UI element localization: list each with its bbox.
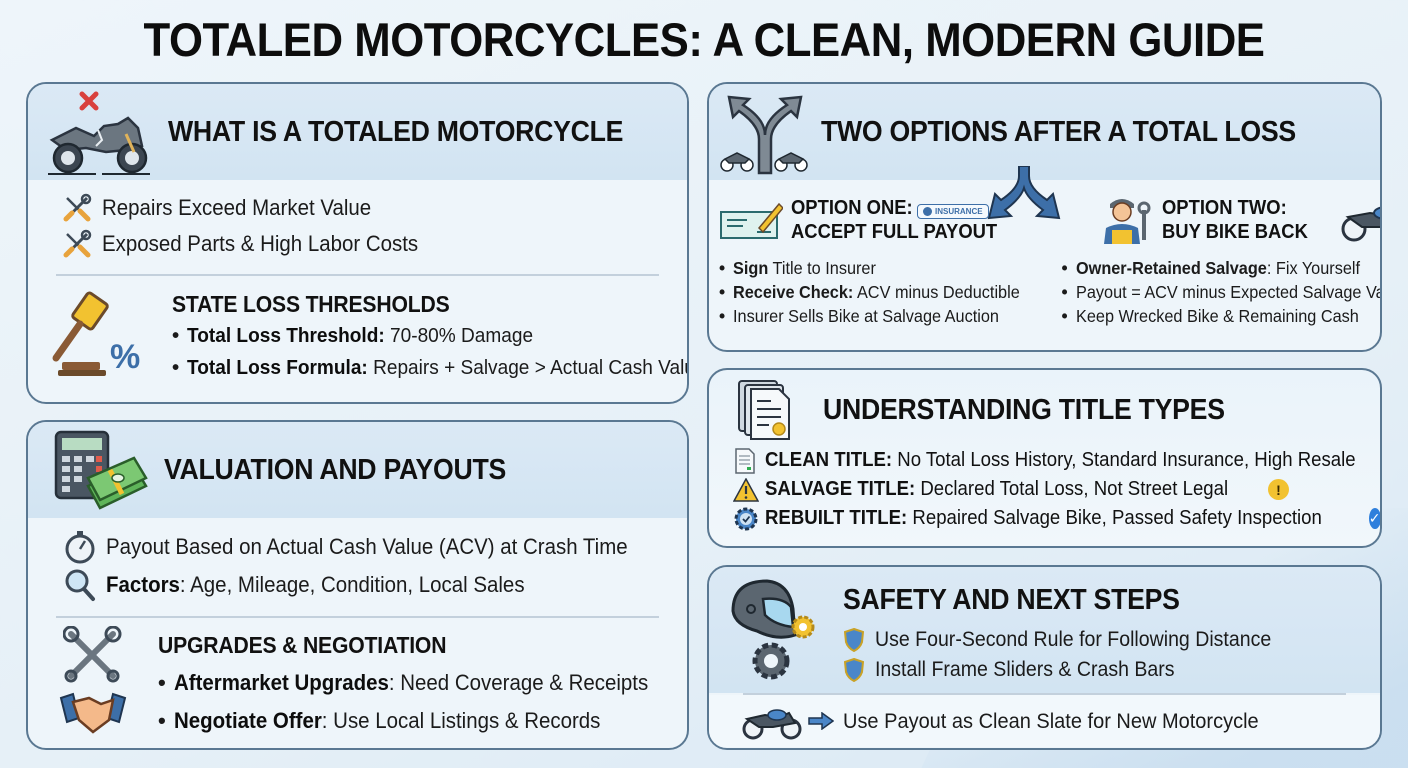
split-arrow-icon	[979, 166, 1069, 224]
motorcycle-icon	[741, 701, 803, 741]
magnifier-icon	[64, 568, 96, 602]
helmet-gears-icon	[727, 575, 827, 685]
warning-icon	[733, 477, 759, 503]
list-item: Factors: Age, Mileage, Condition, Local …	[64, 566, 687, 604]
panel-safety-next-steps: SAFETY AND NEXT STEPS Use Four-Second Ru…	[707, 565, 1382, 750]
documents-icon	[737, 379, 793, 441]
list-item: •Owner-Retained Salvage: Fix Yourself	[1061, 257, 1360, 278]
panel-header: UNDERSTANDING TITLE TYPES	[709, 370, 1380, 444]
list-item: Exposed Parts & High Labor Costs	[62, 226, 687, 262]
shield-icon	[843, 628, 865, 652]
check-blue-icon: ✓	[1368, 508, 1380, 529]
list-item: •Payout = ACV minus Expected Salvage Val…	[1061, 281, 1382, 302]
title-type-clean: CLEAN TITLE: No Total Loss History, Stan…	[733, 446, 1380, 475]
panel-title-types: UNDERSTANDING TITLE TYPES CLEAN TITLE: N…	[707, 368, 1382, 548]
list-item: • Total Loss Formula: Repairs + Salvage …	[172, 356, 689, 379]
page-title: TOTALED MOTORCYCLES: A CLEAN, MODERN GUI…	[143, 13, 1265, 66]
list-item: Payout Based on Actual Cash Value (ACV) …	[64, 528, 687, 566]
panel-valuation-payouts: VALUATION AND PAYOUTS Payout Based on Ac…	[26, 420, 689, 750]
section-heading: STATE LOSS THRESHOLDS	[172, 291, 450, 317]
panel-what-is-totaled: WHAT IS A TOTALED MOTORCYCLE Repairs Exc…	[26, 82, 689, 404]
tools-icon	[62, 193, 92, 223]
option-two-title-line1: OPTION TWO:	[1161, 197, 1287, 219]
footer-item: Use Payout as Clean Slate for New Motorc…	[709, 695, 1380, 747]
list-item: •Sign Title to Insurer	[719, 257, 877, 278]
calculator-cash-icon	[54, 428, 148, 512]
gavel-percent-icon: %	[48, 288, 148, 378]
panel-header: TWO OPTIONS AFTER A TOTAL LOSS	[709, 84, 1380, 180]
shield-icon	[843, 658, 865, 682]
list-item: •Keep Wrecked Bike & Remaining Cash	[1061, 305, 1359, 326]
list-item: • Aftermarket Upgrades: Need Coverage & …	[158, 670, 648, 695]
list-item: •Receive Check: ACV minus Deductible	[719, 281, 1020, 302]
stopwatch-icon	[64, 530, 96, 564]
motorcycle-icon	[1340, 197, 1380, 243]
list-item: Repairs Exceed Market Value	[62, 190, 687, 226]
title-type-rebuilt: REBUILT TITLE: Repaired Salvage Bike, Pa…	[733, 504, 1380, 533]
list-item: • Negotiate Offer: Use Local Listings & …	[158, 708, 601, 733]
handshake-icon	[59, 688, 127, 736]
gear-check-icon	[733, 506, 759, 532]
list-item: •Insurer Sells Bike at Salvage Auction	[719, 305, 1000, 326]
section-heading: UPGRADES & NEGOTIATION	[158, 632, 447, 658]
arrow-right-icon	[807, 711, 835, 731]
fork-road-icon	[719, 89, 809, 175]
list-item: • Total Loss Threshold: 70-80% Damage	[172, 324, 534, 347]
check-pen-icon	[719, 200, 783, 240]
list-item: Use Four-Second Rule for Following Dista…	[843, 625, 1301, 655]
divider	[743, 693, 1346, 695]
mechanic-icon	[1102, 196, 1152, 244]
panel-heading: WHAT IS A TOTALED MOTORCYCLE	[168, 115, 624, 148]
panel-heading: UNDERSTANDING TITLE TYPES	[823, 393, 1225, 426]
insurance-badge: INSURANCE	[917, 204, 989, 219]
document-icon	[733, 447, 757, 474]
panel-heading: TWO OPTIONS AFTER A TOTAL LOSS	[821, 115, 1296, 148]
exclamation-yellow-icon: !	[1267, 479, 1289, 500]
wrecked-motorcycle-icon	[46, 88, 154, 176]
panel-two-options: TWO OPTIONS AFTER A TOTAL LOSS OPTION ON…	[707, 82, 1382, 352]
wrenches-icon	[63, 626, 123, 684]
tools-icon	[62, 229, 92, 259]
option-two: OPTION TWO: BUY BIKE BACK •Owner-Retaine…	[1054, 194, 1382, 340]
option-one: OPTION ONE: ACCEPT FULL PAYOUT INSURANCE…	[719, 194, 1042, 340]
option-two-title-line2: BUY BIKE BACK	[1161, 221, 1308, 243]
title-type-salvage: SALVAGE TITLE: Declared Total Loss, Not …	[733, 475, 1380, 504]
option-one-title-line2: ACCEPT FULL PAYOUT	[791, 221, 998, 243]
panel-header: SAFETY AND NEXT STEPS Use Four-Second Ru…	[709, 567, 1380, 693]
shield-icon	[923, 207, 932, 216]
panel-header: WHAT IS A TOTALED MOTORCYCLE	[28, 84, 687, 180]
panel-header: VALUATION AND PAYOUTS	[28, 422, 687, 518]
divider	[56, 616, 659, 618]
list-item: Install Frame Sliders & Crash Bars	[843, 655, 1301, 685]
svg-text:%: %	[110, 338, 140, 376]
divider	[56, 274, 659, 276]
panel-heading: SAFETY AND NEXT STEPS	[843, 584, 1180, 616]
panel-heading: VALUATION AND PAYOUTS	[164, 453, 507, 486]
option-one-title-line1: OPTION ONE:	[791, 197, 913, 219]
